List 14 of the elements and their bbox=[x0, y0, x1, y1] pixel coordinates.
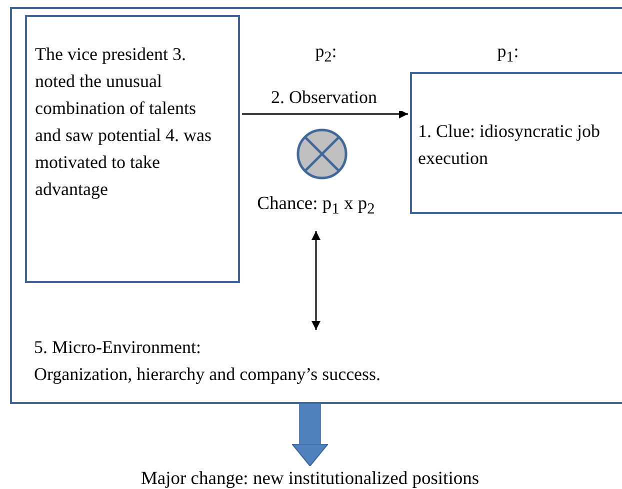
box-text: 1. Clue: idiosyncratic job execution bbox=[418, 120, 601, 170]
block-arrow bbox=[292, 404, 328, 466]
probability-label: p$_{2}$: bbox=[314, 40, 338, 68]
environment-box bbox=[10, 7, 622, 404]
heading-text: 5. Micro-Environment: bbox=[34, 336, 202, 359]
probability-label: p$_{1}$: bbox=[496, 40, 520, 68]
box-text: The vice president 3. noted the unusual combination of talents and saw potential 4. was motivated to take advantage bbox=[35, 43, 212, 201]
body-text: Organization, hierarchy and company’s success. bbox=[34, 363, 382, 386]
actor-box bbox=[25, 15, 240, 283]
double-arrow bbox=[312, 231, 320, 330]
outcome-text: Major change: new institutionalized positions bbox=[90, 466, 530, 489]
clue-box bbox=[410, 72, 622, 214]
chance-text: Chance: p$_{1}$ x p$_{2}$ bbox=[236, 191, 396, 219]
arrow bbox=[242, 110, 408, 118]
